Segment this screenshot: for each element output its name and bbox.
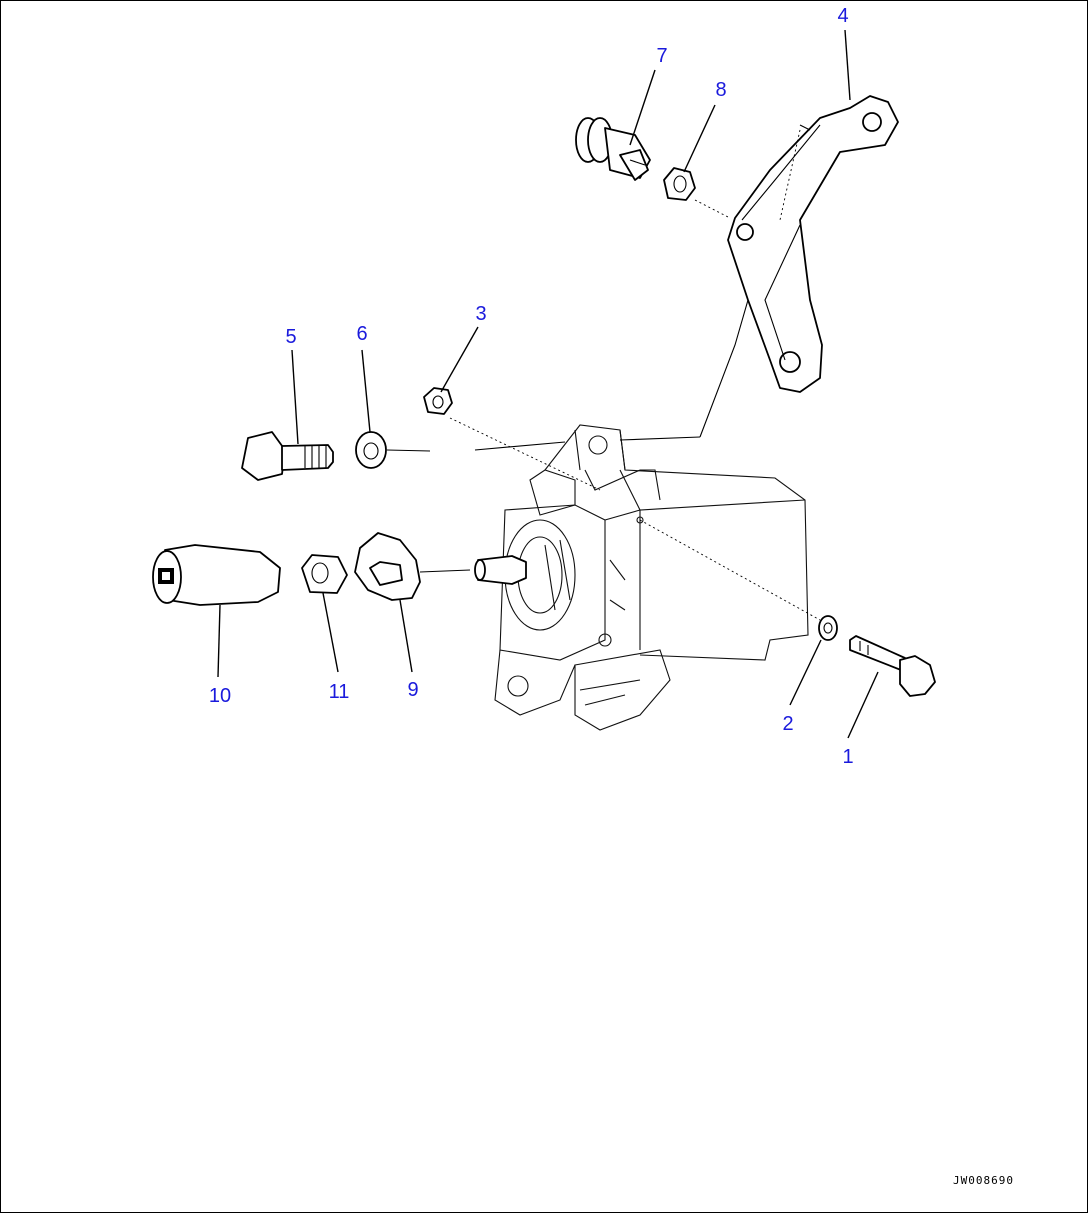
callout-8: 8 (715, 79, 726, 101)
leader-lines (217, 29, 879, 739)
stopper-part-7 (575, 117, 651, 181)
assembly-guides (386, 129, 821, 621)
bolt-part-1 (849, 635, 936, 697)
callout-labels: 1 2 3 4 5 6 7 8 9 10 11 (209, 5, 854, 768)
callout-7: 7 (656, 45, 667, 67)
callout-5: 5 (285, 326, 296, 348)
washer-part-2 (818, 615, 838, 641)
callout-2: 2 (782, 713, 793, 735)
callout-4: 4 (837, 5, 848, 27)
callout-6: 6 (356, 323, 367, 345)
nut-part-11 (301, 554, 348, 594)
nut-part-3 (423, 387, 453, 415)
callout-11: 11 (329, 681, 350, 703)
knob-part-10 (152, 544, 281, 606)
callout-1: 1 (842, 746, 853, 768)
callout-9: 9 (407, 679, 418, 701)
valve-housing (494, 424, 809, 731)
stopper-plate-part-9 (354, 532, 421, 601)
nut-part-8 (663, 167, 696, 201)
washer-part-6 (355, 431, 387, 469)
bolt-part-5 (241, 431, 334, 481)
callout-3: 3 (475, 303, 486, 325)
callout-10: 10 (209, 685, 231, 707)
drawing-code: JW008690 (953, 1174, 1014, 1187)
bracket-part-4 (727, 95, 899, 393)
lever-shaft (474, 555, 527, 585)
